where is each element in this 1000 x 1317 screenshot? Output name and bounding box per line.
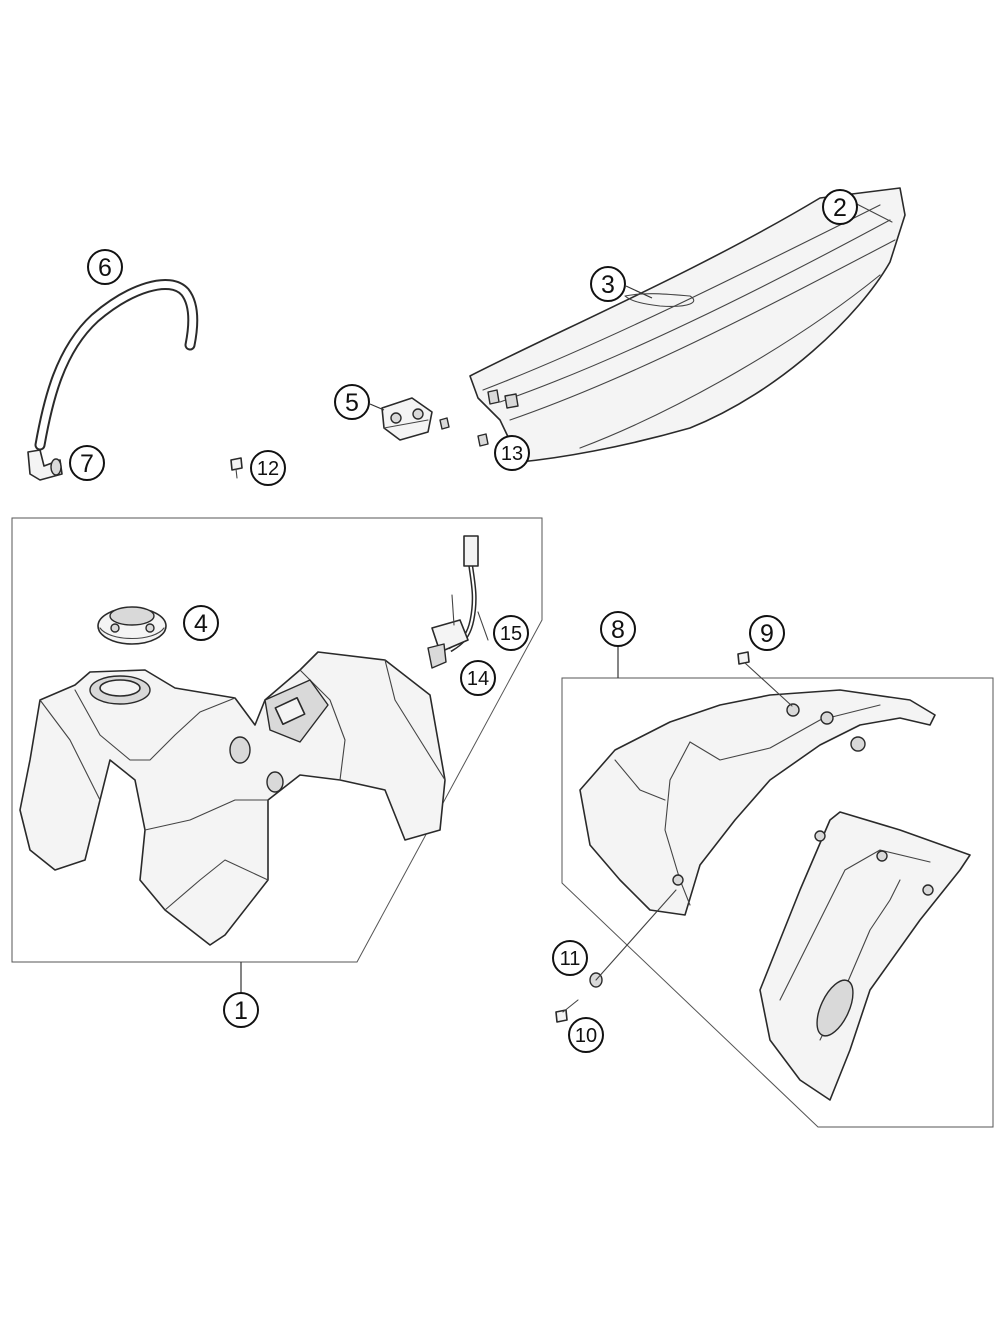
breather-hose-inner	[36, 281, 197, 449]
callout-9[interactable]: 9	[749, 615, 785, 651]
callout-1-label: 1	[234, 997, 248, 1025]
callout-8-label: 8	[611, 616, 625, 644]
seat-strap-leader	[625, 285, 653, 299]
fuel-tank-part	[19, 651, 446, 946]
callout-3[interactable]: 3	[590, 266, 626, 302]
fuel-tank-group-frame	[11, 517, 543, 963]
seat-strap-part	[624, 293, 695, 307]
callout-2-label: 2	[833, 194, 847, 222]
washer-11-part	[589, 889, 677, 988]
callout-10[interactable]: 10	[568, 1017, 604, 1053]
callout-4[interactable]: 4	[183, 605, 219, 641]
callout-4-label: 4	[194, 610, 208, 638]
side-panel-inner-part	[759, 811, 971, 1101]
seat-part	[469, 187, 906, 463]
callout-5[interactable]: 5	[334, 384, 370, 420]
callout-11-label: 11	[560, 948, 581, 970]
callout-14-label: 14	[467, 668, 489, 690]
callout-12[interactable]: 12	[250, 450, 286, 486]
callout-14[interactable]: 14	[460, 660, 496, 696]
tank-cap-part	[97, 606, 167, 645]
screw-15-part	[477, 611, 489, 641]
callout-6-label: 6	[98, 254, 112, 282]
callout-2[interactable]: 2	[822, 189, 858, 225]
hose-elbow-part	[27, 449, 63, 481]
callout-7[interactable]: 7	[69, 445, 105, 481]
callout-15[interactable]: 15	[493, 615, 529, 651]
callout-5-label: 5	[345, 389, 359, 417]
side-panel-group-frame	[561, 677, 994, 1128]
side-panel-part	[579, 689, 936, 916]
screw-12-part	[230, 457, 243, 479]
screw-9-part	[737, 651, 793, 707]
seat-bracket-part	[381, 397, 489, 447]
callout-1[interactable]: 1	[223, 992, 259, 1028]
fuel-tap-part	[427, 535, 479, 669]
callout-11[interactable]: 11	[552, 940, 588, 976]
callout-10-label: 10	[575, 1025, 597, 1047]
callout-12-label: 12	[257, 458, 279, 480]
callout-9-label: 9	[760, 620, 774, 648]
seat-bracket-leader	[369, 403, 385, 411]
callout-13[interactable]: 13	[494, 435, 530, 471]
callout-15-label: 15	[500, 623, 522, 645]
screw-10-part	[555, 999, 579, 1023]
callout-8[interactable]: 8	[600, 611, 636, 647]
callout-3-label: 3	[601, 271, 615, 299]
callout-13-label: 13	[501, 443, 523, 465]
callout-6[interactable]: 6	[87, 249, 123, 285]
callout-7-label: 7	[80, 450, 94, 478]
